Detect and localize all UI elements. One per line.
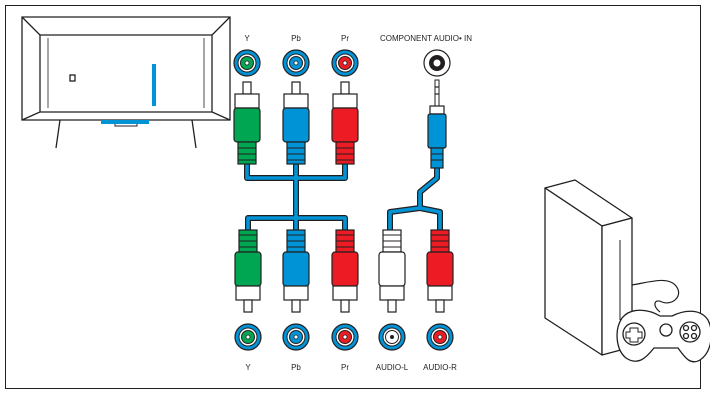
tv-port-vertical: [152, 64, 156, 106]
bottom-plug-pr: [331, 229, 359, 313]
bottom-plug-pb: [282, 229, 310, 313]
bottom-plug-audio-r: [426, 229, 454, 313]
game-controller-icon: [616, 309, 710, 363]
top-label-pb: Pb: [291, 34, 301, 43]
bottom-label-audio-l: AUDIO-L: [376, 363, 409, 372]
bottom-jack-pb: [282, 323, 310, 351]
audio-in-label: COMPONENT AUDIO• IN: [380, 34, 472, 43]
top-jack-y: [233, 49, 261, 77]
bottom-jack-y: [234, 323, 262, 351]
top-label-pr: Pr: [341, 34, 349, 43]
bottom-jack-pr: [331, 323, 359, 351]
audio-minijack-plug: [427, 79, 447, 169]
top-jack-pb: [282, 49, 310, 77]
top-plug-y: [233, 81, 261, 165]
bottom-label-y: Y: [245, 363, 251, 372]
bottom-label-pr: Pr: [341, 363, 349, 372]
bottom-plug-y: [234, 229, 262, 313]
top-plug-pr: [331, 81, 359, 165]
audio-in-jack: [423, 49, 451, 77]
top-jack-pr: [331, 49, 359, 77]
tv-port-horizontal: [101, 120, 149, 124]
top-plug-pb: [282, 81, 310, 165]
bottom-plug-audio-l: [378, 229, 406, 313]
game-console-icon: [544, 179, 633, 356]
component-cable: [244, 162, 348, 233]
bottom-jack-audio-l: [378, 323, 406, 351]
audio-cable: [387, 165, 443, 233]
top-label-y: Y: [244, 34, 250, 43]
bottom-label-audio-r: AUDIO-R: [423, 363, 457, 372]
bottom-jack-audio-r: [426, 323, 454, 351]
tv-icon: [21, 16, 231, 149]
controller-cable: [631, 279, 680, 313]
bottom-label-pb: Pb: [291, 363, 301, 372]
